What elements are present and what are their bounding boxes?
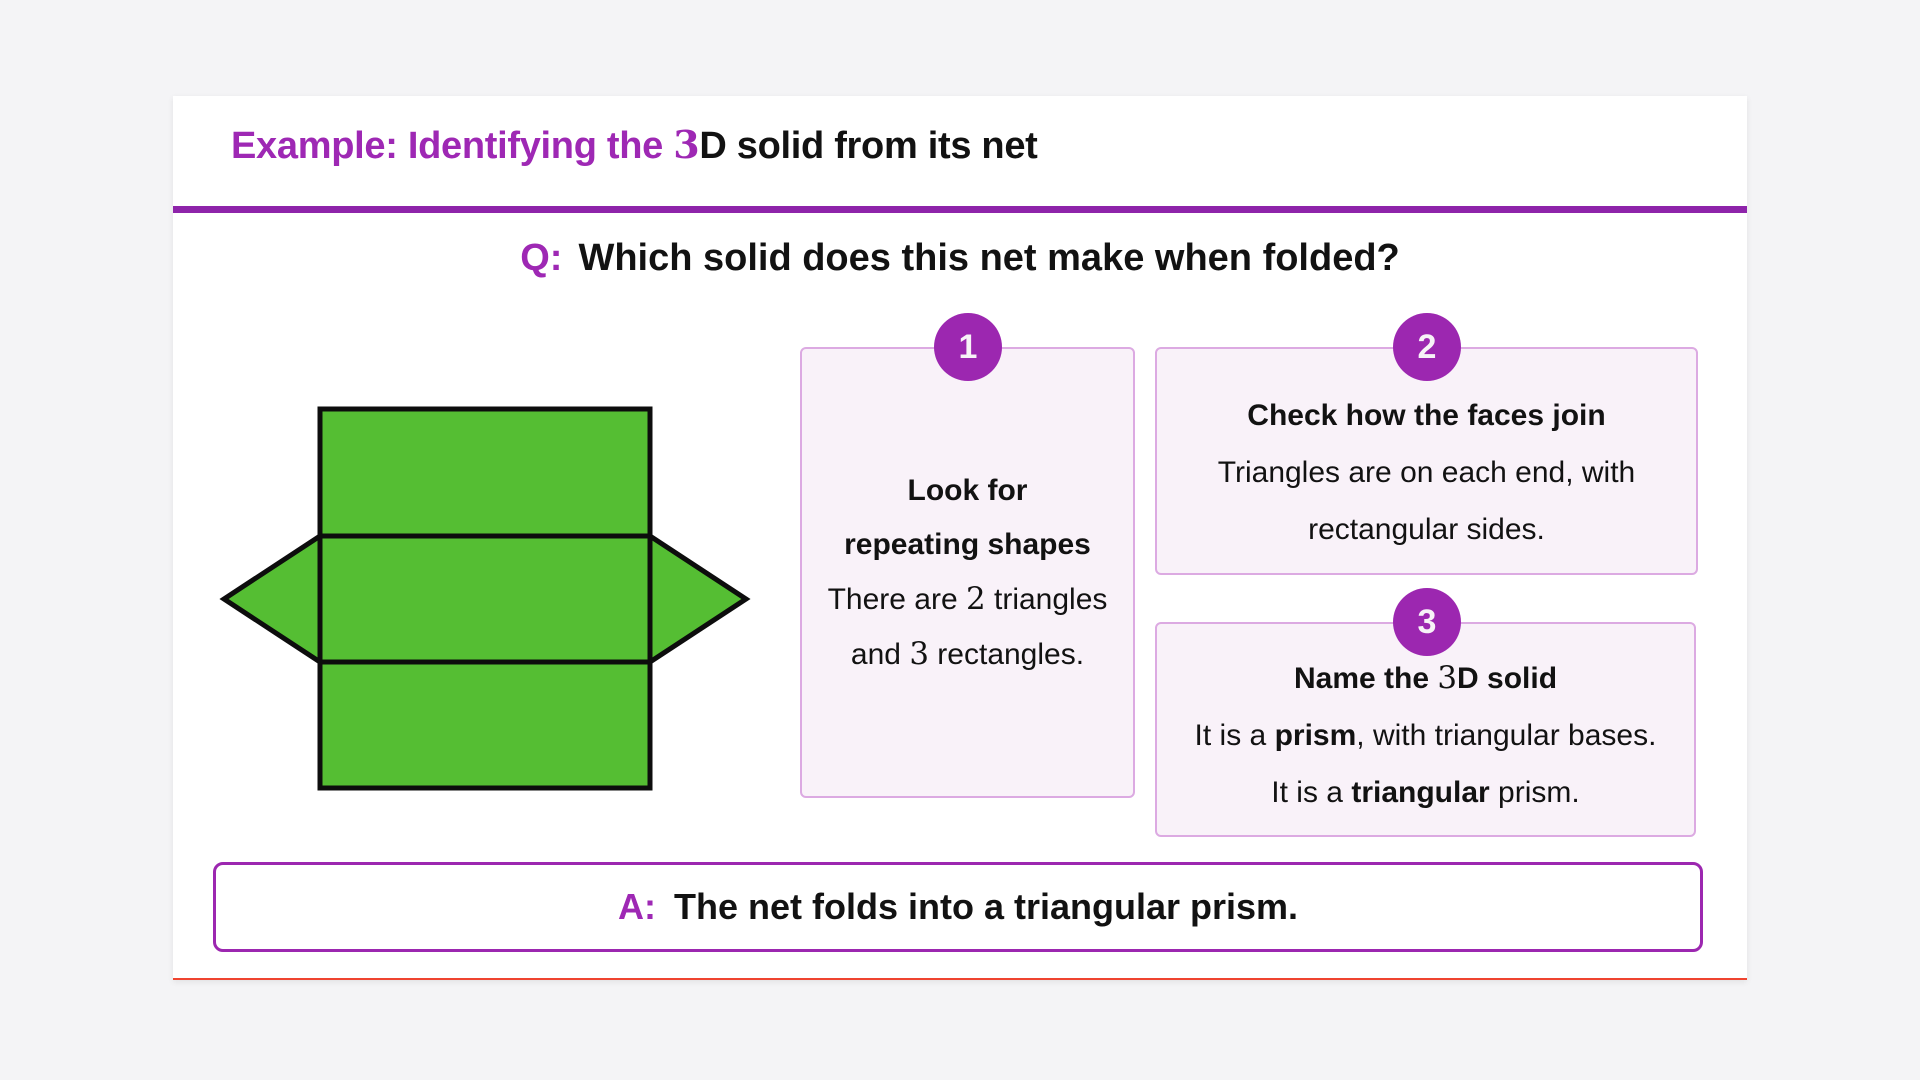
step-2-badge: 2 — [1393, 313, 1461, 381]
step-3-body-1-pre: It is a — [1194, 719, 1275, 752]
step-1-body-line-2: and 3 rectangles. — [851, 627, 1084, 682]
step-2-body-line-2: rectangular sides. — [1308, 512, 1545, 546]
page-title: Example: Identifying the 3D solid from i… — [231, 122, 1038, 169]
net-bottom-rectangle-face — [317, 659, 653, 791]
step-1-heading-line-1: Look for — [907, 473, 1028, 507]
step-1-number: 1 — [958, 327, 978, 366]
step-3-card: Name the 3D solid It is a prism, with tr… — [1155, 622, 1696, 837]
net-middle-rectangle-face — [317, 533, 653, 665]
step-1-badge: 1 — [934, 313, 1002, 381]
step-1-body-1-digit: 2 — [966, 580, 986, 617]
title-math-digit: 3 — [673, 122, 700, 167]
answer-text: The net folds into a triangular prism. — [673, 886, 1299, 927]
step-3-heading-digit: 3 — [1437, 660, 1458, 696]
step-3-badge: 3 — [1393, 588, 1461, 656]
step-1-body-line-1: There are 2 triangles — [828, 572, 1108, 627]
question-text: Which solid does this net make when fold… — [578, 237, 1400, 279]
step-2-number: 2 — [1417, 327, 1437, 366]
step-3-body-2-bold: triangular — [1351, 776, 1490, 809]
step-1-body-1-pre: There are — [827, 582, 966, 616]
step-3-heading-pre: Name the — [1293, 662, 1438, 695]
step-3-body-line-1: It is a prism, with triangular bases. — [1195, 707, 1657, 764]
step-2-body-line-1: Triangles are on each end, with — [1217, 455, 1636, 489]
example-slide: Example: Identifying the 3D solid from i… — [173, 96, 1747, 980]
step-1-body-2-pre: and — [850, 637, 910, 671]
step-3-body-2-post: prism. — [1489, 776, 1580, 809]
answer-label: A: — [617, 886, 656, 927]
step-3-body-line-2: It is a triangular prism. — [1271, 764, 1579, 821]
title-rest-text: D solid from its net — [699, 125, 1038, 167]
answer-box: A: The net folds into a triangular prism. — [213, 862, 1703, 952]
step-1-body-1-post: triangles — [985, 582, 1108, 616]
triangular-prism-net-figure — [219, 406, 751, 791]
step-3-body-2-pre: It is a — [1271, 776, 1352, 809]
step-3-body-1-post: , with triangular bases. — [1356, 719, 1657, 752]
question-label: Q: — [520, 237, 563, 279]
step-1-body-2-digit: 3 — [909, 635, 929, 672]
step-1-body-2-post: rectangles. — [928, 637, 1085, 671]
step-1-heading-line-2: repeating shapes — [844, 527, 1091, 561]
step-1-card: Look for repeating shapes There are 2 tr… — [800, 347, 1135, 798]
step-2-card: Check how the faces join Triangles are o… — [1155, 347, 1698, 575]
title-divider-rule — [173, 206, 1747, 213]
title-accent-text: Example: Identifying the — [231, 125, 674, 167]
net-top-rectangle-face — [317, 406, 653, 539]
step-3-number: 3 — [1417, 602, 1437, 641]
net-right-triangle-face — [647, 531, 751, 667]
step-3-heading: Name the 3D solid — [1294, 650, 1557, 707]
step-3-heading-post: D solid — [1457, 662, 1558, 695]
net-left-triangle-face — [219, 531, 323, 667]
question-line: Q: Which solid does this net make when fo… — [173, 236, 1747, 280]
step-3-body-1-bold: prism — [1274, 719, 1357, 752]
step-2-heading: Check how the faces join — [1247, 398, 1606, 432]
